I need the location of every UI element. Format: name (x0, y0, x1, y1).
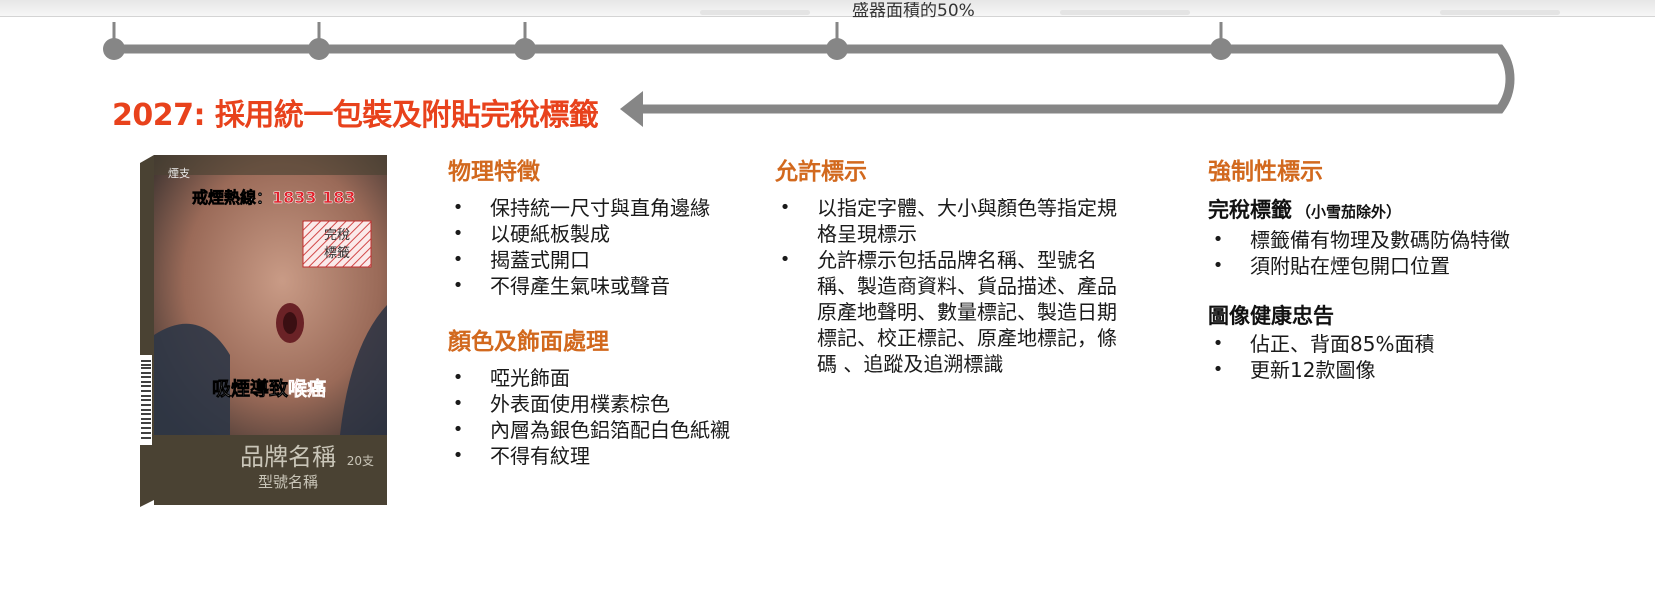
timeline-node (308, 38, 330, 60)
list-item: •允許標示包括品牌名稱、型號名稱、製造商資料、貨品描述、產品原產地聲明、數量標記… (779, 248, 1117, 376)
pack-front-brown-band (154, 435, 387, 505)
list-health-warning: •佔正、背面85%面積 •更新12款圖像 (1208, 331, 1628, 383)
heading-mandatory-markings: 強制性標示 (1208, 159, 1323, 185)
timeline-arrow (103, 22, 1515, 127)
warning-prefix: 吸煙導致 (212, 377, 289, 400)
list-item: •揭蓋式開口 (452, 248, 590, 272)
list-item: •不得產生氣味或聲音 (452, 274, 670, 298)
timeline-ticks (112, 22, 1223, 40)
list-item: •保持統一尺寸與直角邊緣 (452, 196, 710, 220)
svg-text:吸煙導致喉癌: 吸煙導致喉癌 (212, 377, 326, 400)
heading-physical-features: 物理特徵 (448, 159, 540, 185)
list-tax-stamp: •標籤備有物理及數碼防偽特徵 •須附貼在煙包開口位置 (1208, 227, 1628, 279)
list-physical-features: •保持統一尺寸與直角邊緣 •以硬紙板製成 •揭蓋式開口 •不得產生氣味或聲音 (448, 195, 768, 299)
page-title: 2027: 採用統一包裝及附貼完稅標籤 (112, 98, 599, 133)
svg-text:戒煙熱線：1833 183: 戒煙熱線：1833 183 (192, 188, 356, 207)
tax-stamp-line2: 標籤 (324, 246, 350, 261)
list-item: •不得有紋理 (452, 444, 590, 468)
timeline-nodes (103, 38, 1232, 60)
brand-name: 品牌名稱 (240, 443, 336, 471)
tax-stamp-line1: 完稅 (324, 228, 350, 243)
list-color-finish: •啞光飾面 •外表面使用樸素棕色 •內層為銀色鋁箔配白色紙襯 •不得有紋理 (448, 365, 768, 469)
model-name: 型號名稱 (258, 473, 318, 491)
list-item: •啞光飾面 (452, 366, 570, 390)
column-permitted: 允許標示 •以指定字體、大小與顏色等指定規格呈現標示 •允許標示包括品牌名稱、型… (775, 155, 1175, 377)
top-cropped-band (0, 0, 1655, 17)
list-item: •須附貼在煙包開口位置 (1212, 254, 1450, 278)
column-mandatory: 強制性標示 完稅標籤（小雪茄除外） •標籤備有物理及數碼防偽特徵 •須附貼在煙包… (1208, 155, 1628, 383)
list-item: •內層為銀色鋁箔配白色紙襯 (452, 418, 730, 442)
timeline-arrowhead (620, 91, 643, 127)
cropped-caption: 盛器面積的50% (852, 2, 975, 18)
timeline-node (1210, 38, 1232, 60)
pack-side-panel (140, 155, 154, 507)
hotline-number: 1833 183 (272, 188, 356, 207)
subheading-health-warning: 圖像健康忠告 (1208, 304, 1334, 328)
cigarette-pack-illustration: 煙支 戒煙熱線：1833 183 完稅 標籤 吸煙導致喉癌 品牌名稱 型號名稱 … (140, 155, 400, 515)
tax-stamp-note: （小雪茄除外） (1296, 203, 1402, 221)
tax-stamp (302, 220, 372, 268)
column-physical-and-color: 物理特徵 •保持統一尺寸與直角邊緣 •以硬紙板製成 •揭蓋式開口 •不得產生氣味… (448, 155, 768, 469)
list-item: •外表面使用樸素棕色 (452, 392, 670, 416)
list-permitted-markings: •以指定字體、大小與顏色等指定規格呈現標示 •允許標示包括品牌名稱、型號名稱、製… (775, 195, 1125, 377)
warning-highlight: 喉癌 (288, 377, 326, 400)
hotline-label: 戒煙熱線： (192, 188, 272, 207)
timeline-node (826, 38, 848, 60)
heading-permitted-markings: 允許標示 (775, 159, 867, 185)
timeline-node (103, 38, 125, 60)
list-item: •以硬紙板製成 (452, 222, 610, 246)
heading-color-finish: 顏色及飾面處理 (448, 329, 609, 355)
pack-count: 20支 (347, 454, 374, 468)
list-item: •標籤備有物理及數碼防偽特徵 (1212, 228, 1510, 252)
list-item: •以指定字體、大小與顏色等指定規格呈現標示 (779, 196, 1117, 246)
subheading-tax-stamp: 完稅標籤（小雪茄除外） (1208, 198, 1402, 222)
list-item: •更新12款圖像 (1212, 358, 1376, 382)
timeline-track (114, 44, 1515, 114)
list-item: •佔正、背面85%面積 (1212, 332, 1435, 356)
timeline-node (514, 38, 536, 60)
pack-side-label: 煙支 (168, 167, 190, 180)
